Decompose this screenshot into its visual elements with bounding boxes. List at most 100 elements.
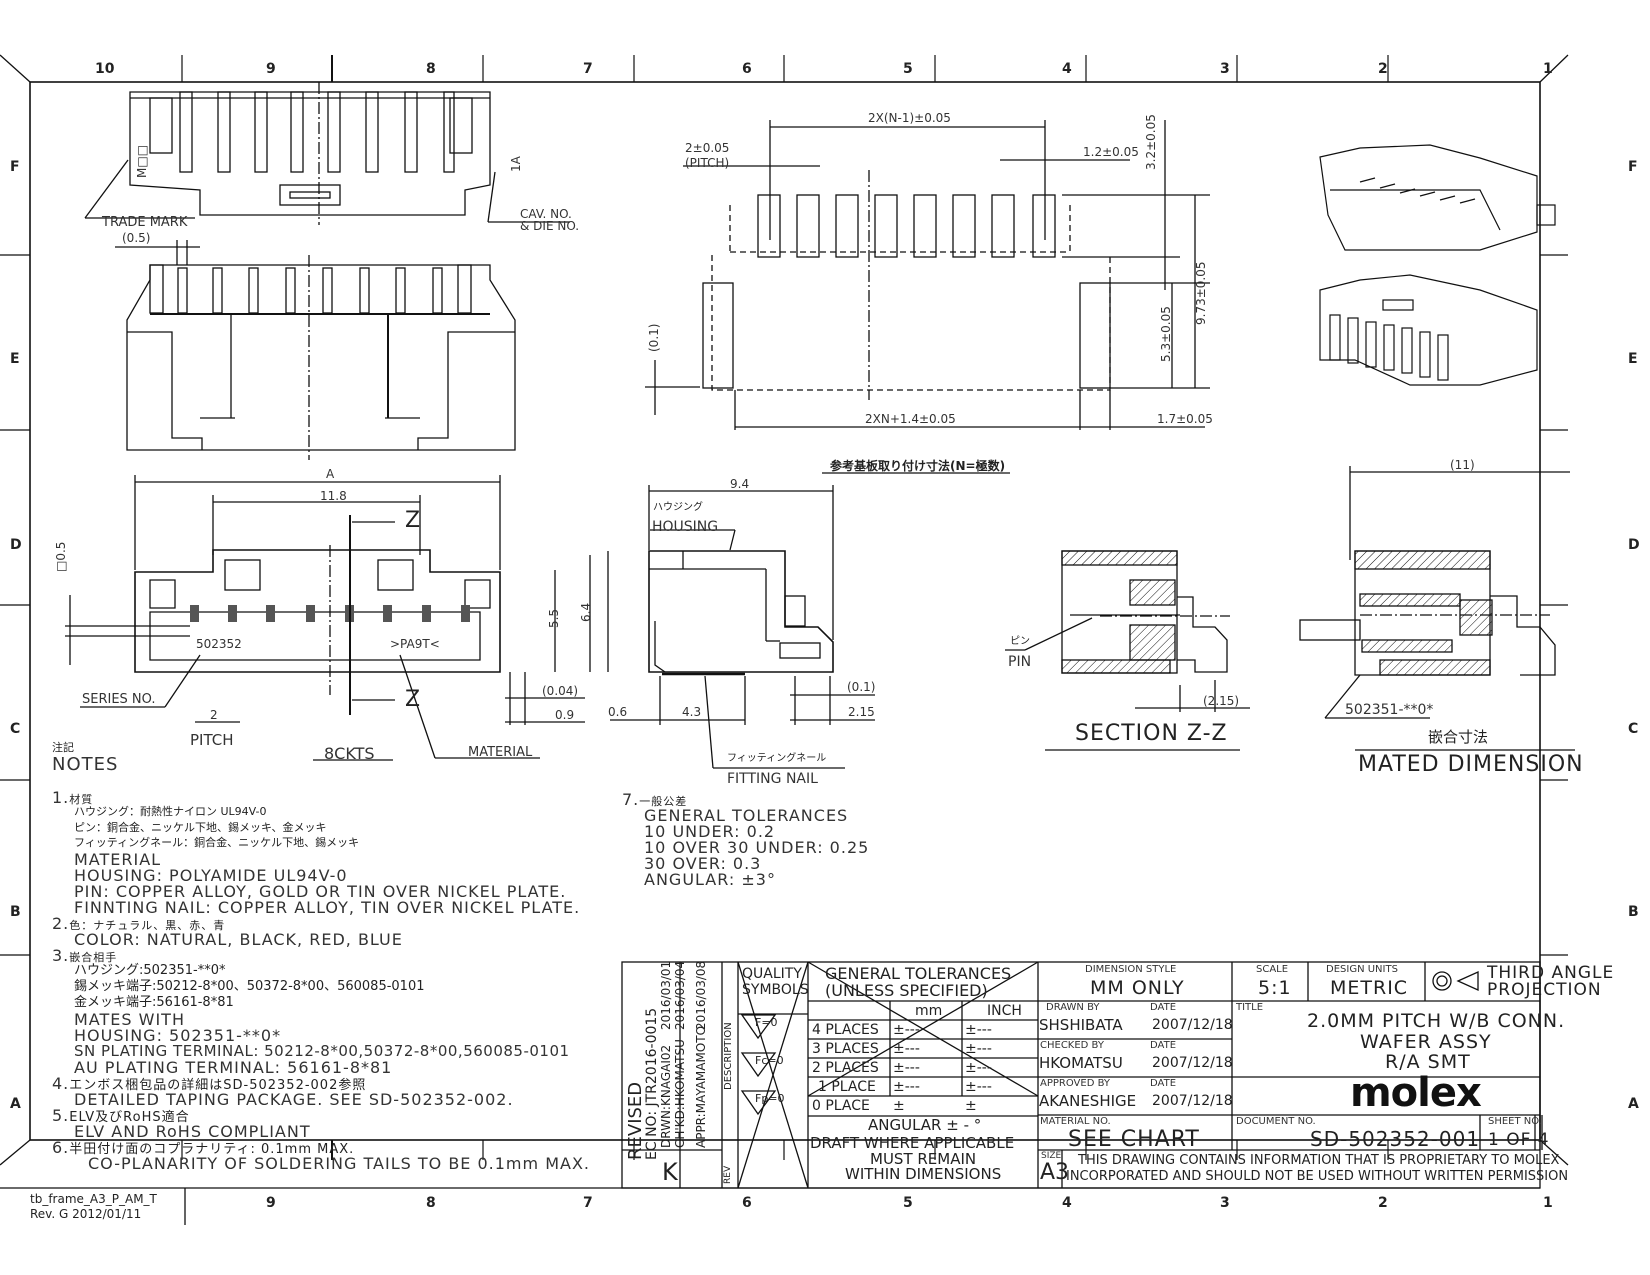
material-no: SEE CHART [1068, 1127, 1200, 1152]
quality-title-2: SYMBOLS [742, 982, 809, 998]
note-line: COLOR: NATURAL, BLACK, RED, BLUE [52, 932, 612, 948]
tol-row-inch: ± [965, 1098, 977, 1114]
design-units-value: METRIC [1330, 977, 1409, 999]
row-label: A [1628, 1096, 1639, 1112]
dim-a: A [326, 467, 335, 481]
column-label: 7 [583, 61, 593, 77]
series-marking: 502352 [196, 637, 242, 651]
column-label: 6 [742, 61, 752, 77]
dim-0-1-side: (0.1) [847, 680, 876, 694]
note-text: AU PLATING TERMINAL: 56161-8*81 [74, 1058, 393, 1077]
note-text: COLOR: NATURAL, BLACK, RED, BLUE [74, 930, 403, 949]
quality-title-1: QUALITY [742, 966, 802, 982]
note-text: MATERIAL [74, 850, 162, 869]
fitting-nail-jp: フィッティングネール [727, 753, 827, 764]
tol-angular: ANGULAR ± - ° [868, 1116, 982, 1134]
design-units-label: DESIGN UNITS [1326, 964, 1398, 975]
mated-drawing [1299, 466, 1575, 751]
pitch-label: PITCH [190, 731, 234, 749]
frame-template-name: tb_frame_A3_P_AM_T [30, 1192, 157, 1206]
column-label: 7 [583, 1195, 593, 1211]
note-line: CO-PLANARITY OF SOLDERING TAILS TO BE 0.… [52, 1156, 612, 1172]
note-line: SN PLATING TERMINAL: 50212-8*00,50372-8*… [52, 1044, 612, 1060]
note-5-jp: 5.ELV及びRoHS適合 [52, 1106, 612, 1125]
note-text: エンボス梱包品の詳細はSD-502352-002参照 [69, 1078, 367, 1093]
projection-line-1: THIRD ANGLE [1487, 963, 1615, 983]
top-view-drawing [84, 82, 570, 225]
dim-total: 2XN+1.4±0.05 [865, 412, 956, 426]
ckts-label: 8CKTS [324, 744, 375, 763]
dim-span: 2X(N-1)±0.05 [868, 111, 951, 125]
note-text: HOUSING: POLYAMIDE UL94V-0 [74, 866, 348, 885]
note-text: ハウジング:502351-**0* [74, 963, 226, 978]
rear-view-drawing [115, 240, 516, 460]
die-no-label: & DIE NO. [520, 219, 580, 233]
material-no-label: MATERIAL NO. [1040, 1116, 1111, 1127]
note-line: HOUSING: POLYAMIDE UL94V-0 [52, 868, 612, 884]
note-line: MATERIAL [52, 852, 612, 868]
note-text: ハウジング：耐熱性ナイロン UL94V-0 [74, 805, 267, 818]
column-label: 8 [426, 1195, 436, 1211]
drawn-by-label: DRAWN BY [1046, 1002, 1100, 1013]
note-2-jp: 2.色：ナチュラル、黒、赤、青 [52, 916, 612, 932]
checked-date: 2007/12/18 [1152, 1055, 1233, 1071]
dim-5-5: 5.5 [547, 608, 561, 628]
tol-row-mm: ± [893, 1098, 905, 1114]
dim-0-9: 0.9 [555, 708, 575, 722]
quality-symbol: Fp=0 [755, 1092, 785, 1105]
note-7-line: 10 UNDER: 0.2 [644, 822, 776, 841]
rev-label: REV [723, 1165, 733, 1184]
dim-style-value: MM ONLY [1090, 977, 1185, 999]
note-3-jp: 3.嵌合相手 [52, 948, 612, 964]
dim-pad-width: 1.2±0.05 [1083, 145, 1139, 159]
dim-5-3: 5.3±0.05 [1159, 306, 1173, 362]
tol-col-inch: INCH [987, 1003, 1022, 1019]
column-label: 5 [903, 1195, 913, 1211]
note-text: 嵌合相手 [69, 951, 118, 964]
note-line: HOUSING: 502351-**0* [52, 1028, 612, 1044]
note-text: 一般公差 [639, 795, 688, 808]
tol-draft-3: WITHIN DIMENSIONS [845, 1165, 1002, 1183]
note-1-jp: 1.材質 [52, 790, 612, 806]
note-text: HOUSING: 502351-**0* [74, 1026, 282, 1045]
note-text: ELV及びRoHS適合 [69, 1110, 190, 1125]
section-z-drawing [1005, 550, 1250, 751]
cav-no-label: CAV. NO. [520, 207, 572, 221]
dim-0-6: 0.6 [608, 705, 628, 719]
dim-pitch: 2 [210, 708, 218, 722]
ec-no: EC NO: JTR2016-0015 [644, 1007, 660, 1160]
tol-row-label: 2 PLACES [812, 1060, 879, 1076]
dim-6-4: 6.4 [579, 602, 593, 622]
approved-by: AKANESHIGE [1039, 1092, 1137, 1110]
dim-9-73: 9.73±0.05 [1194, 261, 1208, 326]
column-label: 4 [1062, 1195, 1072, 1211]
approved-date: 2007/12/18 [1152, 1093, 1233, 1109]
material-marking: >PA9T< [390, 637, 440, 651]
appr-date: 2016/03/08 [694, 960, 708, 1030]
column-label: 2 [1378, 61, 1388, 77]
revised-label: REVISED [625, 1081, 646, 1160]
tol-row-label: 4 PLACES [812, 1022, 879, 1038]
dim-2-15: 2.15 [848, 705, 875, 719]
note-text: 錫メッキ端子:50212-8*00、50372-8*00、560085-0101 [74, 979, 425, 994]
note-number: 5. [52, 1106, 70, 1125]
approved-date-label: DATE [1150, 1078, 1177, 1089]
row-label: B [1628, 904, 1639, 920]
note-7-line: ANGULAR: ±3° [644, 870, 776, 889]
note-7-header: 7.一般公差 [622, 792, 687, 808]
drawn-date: 2007/12/18 [1152, 1017, 1233, 1033]
tolerances-title-2: (UNLESS SPECIFIED) [825, 981, 988, 1000]
section-mark-top: Z [405, 508, 422, 533]
tol-row-label: 0 PLACE [812, 1098, 870, 1114]
note-7-line: 30 OVER: 0.3 [644, 854, 762, 873]
chkd-date: 2016/03/04 [673, 960, 687, 1030]
housing-label: HOUSING [652, 519, 719, 535]
checked-by-label: CHECKED BY [1040, 1040, 1104, 1051]
note-line: PIN: COPPER ALLOY, GOLD OR TIN OVER NICK… [52, 884, 612, 900]
quality-symbol: Fc=0 [755, 1054, 784, 1067]
mated-part: 502351-**0* [1345, 702, 1434, 718]
note-line: ELV AND RoHS COMPLIANT [52, 1124, 612, 1140]
tol-col-mm: mm [915, 1003, 943, 1019]
note-line: MATES WITH [52, 1012, 612, 1028]
